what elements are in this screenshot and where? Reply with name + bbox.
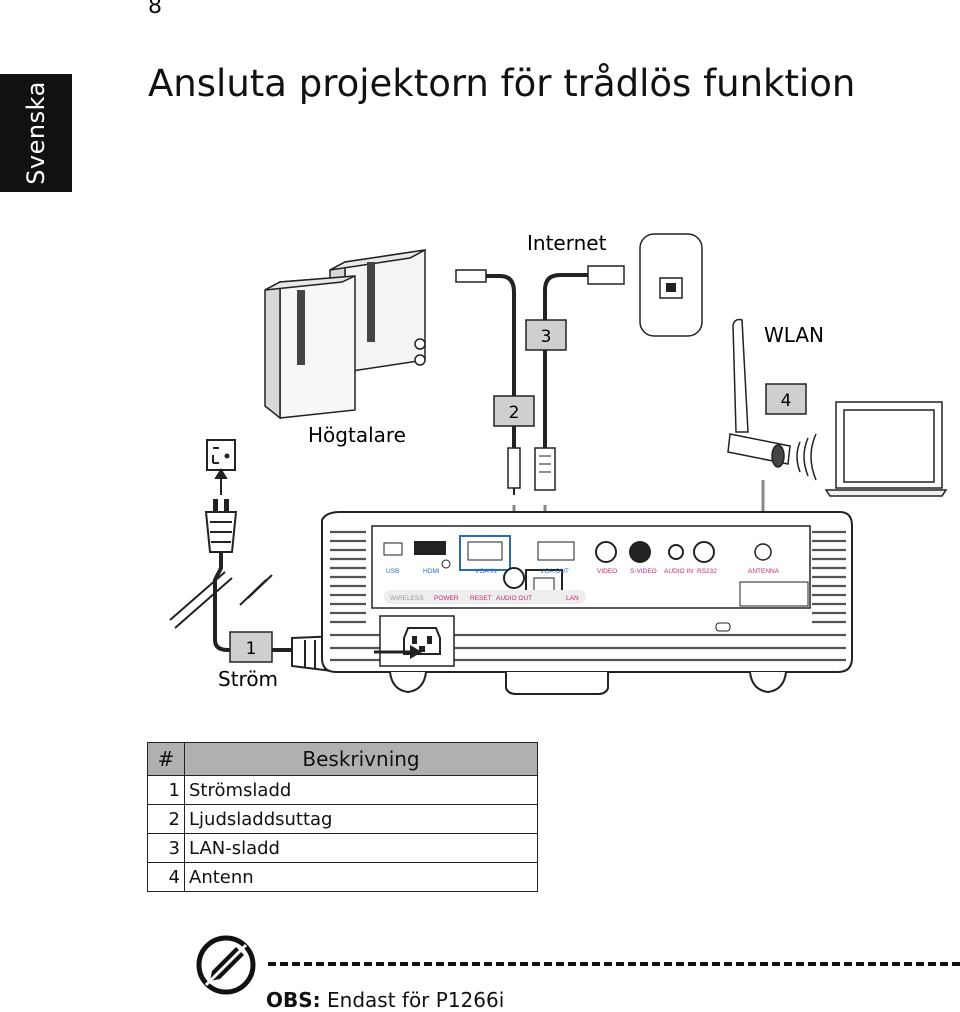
- note-text: OBS: Endast för P1266i: [266, 988, 504, 1012]
- speakers-illustration: [264, 249, 426, 420]
- callout-1-box: [229, 631, 273, 663]
- page-number: 8: [148, 0, 162, 19]
- panel-power: POWER: [434, 595, 459, 602]
- laptop-illustration: [824, 401, 948, 497]
- row-description: Ljudsladdsuttag: [184, 804, 538, 834]
- wall-outlet-illustration: [206, 439, 236, 495]
- panel-reset: RESET: [470, 595, 492, 602]
- description-table: # Beskrivning 1 Strömsladd 2 Ljudsladdsu…: [147, 742, 538, 892]
- callout-3-box: [525, 319, 567, 351]
- table-header-number: #: [147, 742, 185, 776]
- callout-1: 1: [246, 639, 257, 659]
- row-number: 2: [147, 804, 185, 834]
- row-number: 1: [147, 775, 185, 805]
- table-row: 2 Ljudsladdsuttag: [147, 804, 538, 834]
- audio-and-lan-cables: [455, 265, 625, 495]
- language-tab: Svenska: [0, 74, 72, 192]
- note-divider: [268, 962, 960, 966]
- port-vga-out: VGA OUT: [540, 568, 569, 575]
- port-video: VIDEO: [597, 568, 617, 575]
- note-label: OBS:: [266, 988, 321, 1012]
- row-number: 3: [147, 833, 185, 863]
- projector-illustration: [321, 511, 853, 695]
- note-pen-icon: [196, 935, 256, 995]
- row-number: 4: [147, 862, 185, 892]
- panel-lan: LAN: [566, 595, 579, 602]
- note-body: Endast för P1266i: [320, 988, 505, 1012]
- panel-wireless: WIRELESS: [390, 595, 424, 602]
- callout-2-box: [493, 395, 535, 427]
- connection-diagram: Högtalare Internet 3 2: [169, 231, 948, 695]
- port-hdmi: HDMI: [423, 568, 440, 575]
- port-rs232: RS232: [697, 568, 717, 575]
- port-audio-in: AUDIO IN: [664, 568, 693, 575]
- table-header-row: # Beskrivning: [147, 742, 538, 776]
- port-antenna: ANTENNA: [748, 568, 780, 575]
- port-vga-in: VGA IN: [475, 568, 497, 575]
- row-description: LAN-sladd: [184, 833, 538, 863]
- callout-3: 3: [541, 327, 552, 347]
- speakers-label: Högtalare: [308, 423, 406, 447]
- page-title: Ansluta projektorn för trådlös funktion: [148, 62, 856, 105]
- row-description: Antenn: [184, 862, 538, 892]
- panel-audio-out: AUDIO OUT: [496, 595, 532, 602]
- table-header-description: Beskrivning: [184, 742, 538, 776]
- port-usb: USB: [386, 568, 399, 575]
- language-tab-label: Svenska: [22, 81, 50, 185]
- table-row: 3 LAN-sladd: [147, 833, 538, 863]
- callout-4: 4: [781, 391, 792, 411]
- port-s-video: S-VIDEO: [630, 568, 657, 575]
- callout-2: 2: [509, 403, 520, 423]
- table-row: 1 Strömsladd: [147, 775, 538, 805]
- power-label: Ström: [218, 667, 278, 691]
- table-row: 4 Antenn: [147, 862, 538, 892]
- internet-label: Internet: [527, 231, 607, 255]
- network-wall-jack: [639, 233, 703, 337]
- row-description: Strömsladd: [184, 775, 538, 805]
- callout-4-box: [765, 383, 807, 415]
- wlan-label: WLAN: [764, 323, 824, 347]
